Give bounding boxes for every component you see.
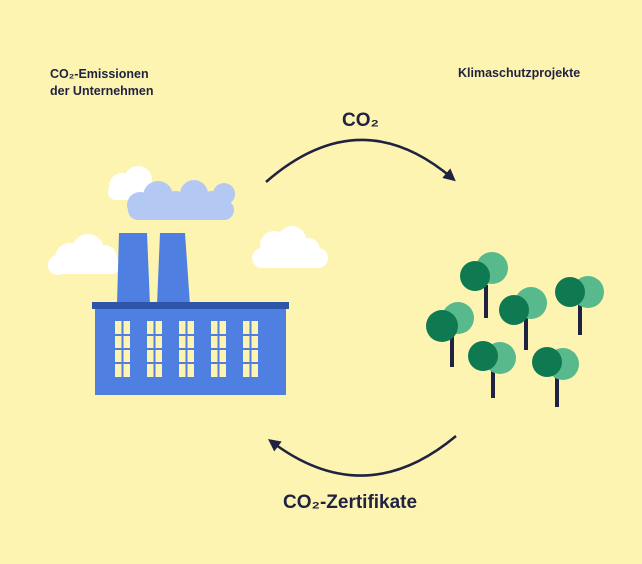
climate-projects-caption: Klimaschutzprojekte <box>458 66 581 80</box>
cloud-icon <box>108 166 156 200</box>
tree-icon <box>555 276 604 335</box>
factory-icon <box>92 233 289 395</box>
co2-arrow <box>265 138 456 183</box>
emissions-caption: CO₂-Emissionen der Unternehmen <box>50 66 154 100</box>
emissions-caption-line1: CO₂-Emissionen <box>50 67 149 81</box>
cloud-icon <box>252 226 328 268</box>
tree-icon <box>460 252 508 318</box>
co2-flow-label: CO₂ <box>342 110 379 131</box>
tree-icon <box>468 341 516 398</box>
smoke-icon <box>127 180 235 220</box>
tree-icon <box>426 302 474 367</box>
certificates-flow-label: CO₂-Zertifikate <box>283 492 418 513</box>
emissions-caption-line2: der Unternehmen <box>50 84 154 98</box>
certificates-arrow <box>268 435 457 477</box>
cloud-icon <box>48 234 120 275</box>
tree-icon <box>499 287 547 350</box>
tree-icon <box>532 347 579 407</box>
